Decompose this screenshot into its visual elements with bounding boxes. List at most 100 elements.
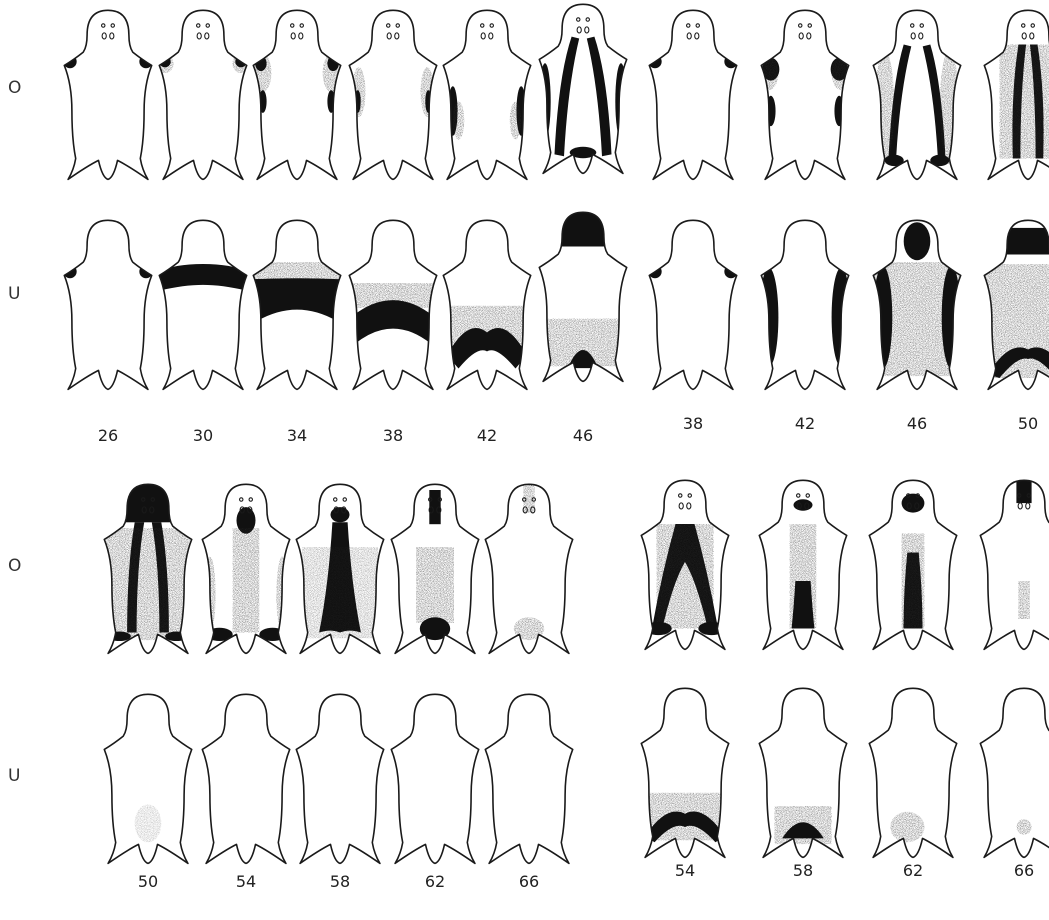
pigment-mark — [416, 547, 454, 623]
eye-mark — [1031, 24, 1034, 27]
nostril-mark — [291, 33, 295, 39]
pigment-mark — [890, 812, 924, 842]
specimen-figure — [980, 688, 1049, 857]
pigment-mark — [698, 622, 725, 635]
specimen-figure — [485, 694, 572, 863]
specimen-figure — [539, 212, 626, 381]
body-outline — [64, 10, 151, 179]
specimen-figure — [202, 694, 289, 863]
body-outline — [649, 10, 736, 179]
pigment-mark — [253, 278, 340, 321]
specimen-figure — [63, 220, 152, 389]
specimen-figure — [869, 688, 956, 857]
eye-mark — [387, 24, 390, 27]
specimen-figure — [759, 220, 850, 389]
body-outline — [391, 694, 478, 863]
nostril-mark — [481, 33, 485, 39]
nostril-mark — [687, 33, 691, 39]
body-outline — [159, 220, 246, 389]
pigment-mark — [233, 528, 260, 633]
specimen-figure — [443, 220, 530, 389]
eye-mark — [911, 24, 914, 27]
specimen-figure — [253, 10, 340, 179]
nostril-mark — [489, 33, 493, 39]
specimen-figure — [759, 10, 850, 179]
eye-mark — [696, 24, 699, 27]
eye-mark — [577, 18, 580, 21]
specimen-figure — [349, 10, 436, 179]
eye-mark — [111, 24, 114, 27]
specimen-figure — [759, 688, 846, 857]
body-outline — [980, 688, 1049, 857]
body-outline — [253, 10, 340, 179]
pigment-mark — [106, 528, 190, 640]
specimen-figure — [391, 694, 478, 863]
pigment-mark — [902, 494, 925, 513]
pigment-mark — [792, 581, 815, 629]
eye-mark — [249, 498, 252, 501]
nostril-mark — [687, 503, 691, 509]
pigment-mark — [657, 524, 714, 629]
nostril-mark — [919, 33, 923, 39]
pigment-mark — [615, 63, 626, 139]
body-outline — [202, 694, 289, 863]
specimen-figure — [641, 480, 728, 649]
pigment-mark — [1016, 480, 1031, 503]
body-outline — [980, 480, 1049, 649]
nostril-mark — [1018, 503, 1022, 509]
eye-mark — [586, 18, 589, 21]
body-outline — [296, 694, 383, 863]
specimen-figure — [759, 480, 846, 649]
specimen-figure — [539, 4, 626, 173]
eye-mark — [206, 24, 209, 27]
specimen-figure — [159, 220, 246, 389]
nostril-mark — [1022, 33, 1026, 39]
pigment-mark — [1016, 819, 1031, 834]
eye-mark — [102, 24, 105, 27]
pigment-mark — [766, 96, 776, 126]
nostril-mark — [695, 33, 699, 39]
body-outline — [443, 10, 530, 179]
body-outline — [761, 10, 848, 179]
pigment-mark — [902, 534, 925, 629]
nostril-mark — [299, 33, 303, 39]
eye-mark — [490, 24, 493, 27]
eye-mark — [679, 494, 682, 497]
nostril-mark — [799, 33, 803, 39]
eye-mark — [197, 24, 200, 27]
eye-mark — [343, 498, 346, 501]
specimen-figure — [63, 10, 152, 179]
pigment-mark — [1000, 45, 1049, 159]
pigment-mark — [108, 632, 131, 642]
pigment-mark — [904, 222, 931, 260]
pigment-mark — [940, 50, 959, 164]
body-outline — [485, 694, 572, 863]
specimen-figure — [873, 220, 960, 389]
nostril-mark — [110, 33, 114, 39]
pigment-mark — [645, 622, 672, 635]
eye-mark — [300, 24, 303, 27]
body-outline — [649, 220, 736, 389]
pigment-mark — [539, 63, 550, 139]
nostril-mark — [205, 33, 209, 39]
body-outline — [159, 10, 246, 179]
specimen-figure — [984, 10, 1049, 179]
pigment-mark — [135, 805, 162, 843]
specimen-figure — [296, 484, 383, 653]
nostril-mark — [1030, 33, 1034, 39]
eye-mark — [481, 24, 484, 27]
nostril-mark — [679, 503, 683, 509]
nostril-mark — [102, 33, 106, 39]
eye-mark — [687, 24, 690, 27]
pigment-mark — [560, 212, 606, 246]
nostril-mark — [911, 33, 915, 39]
eye-mark — [808, 24, 811, 27]
specimen-figure — [253, 220, 340, 389]
nostril-mark — [395, 33, 399, 39]
specimen-figure — [391, 484, 478, 653]
eye-mark — [240, 498, 243, 501]
pigment-mark — [510, 102, 521, 140]
eye-mark — [396, 24, 399, 27]
specimen-figure — [869, 480, 956, 649]
